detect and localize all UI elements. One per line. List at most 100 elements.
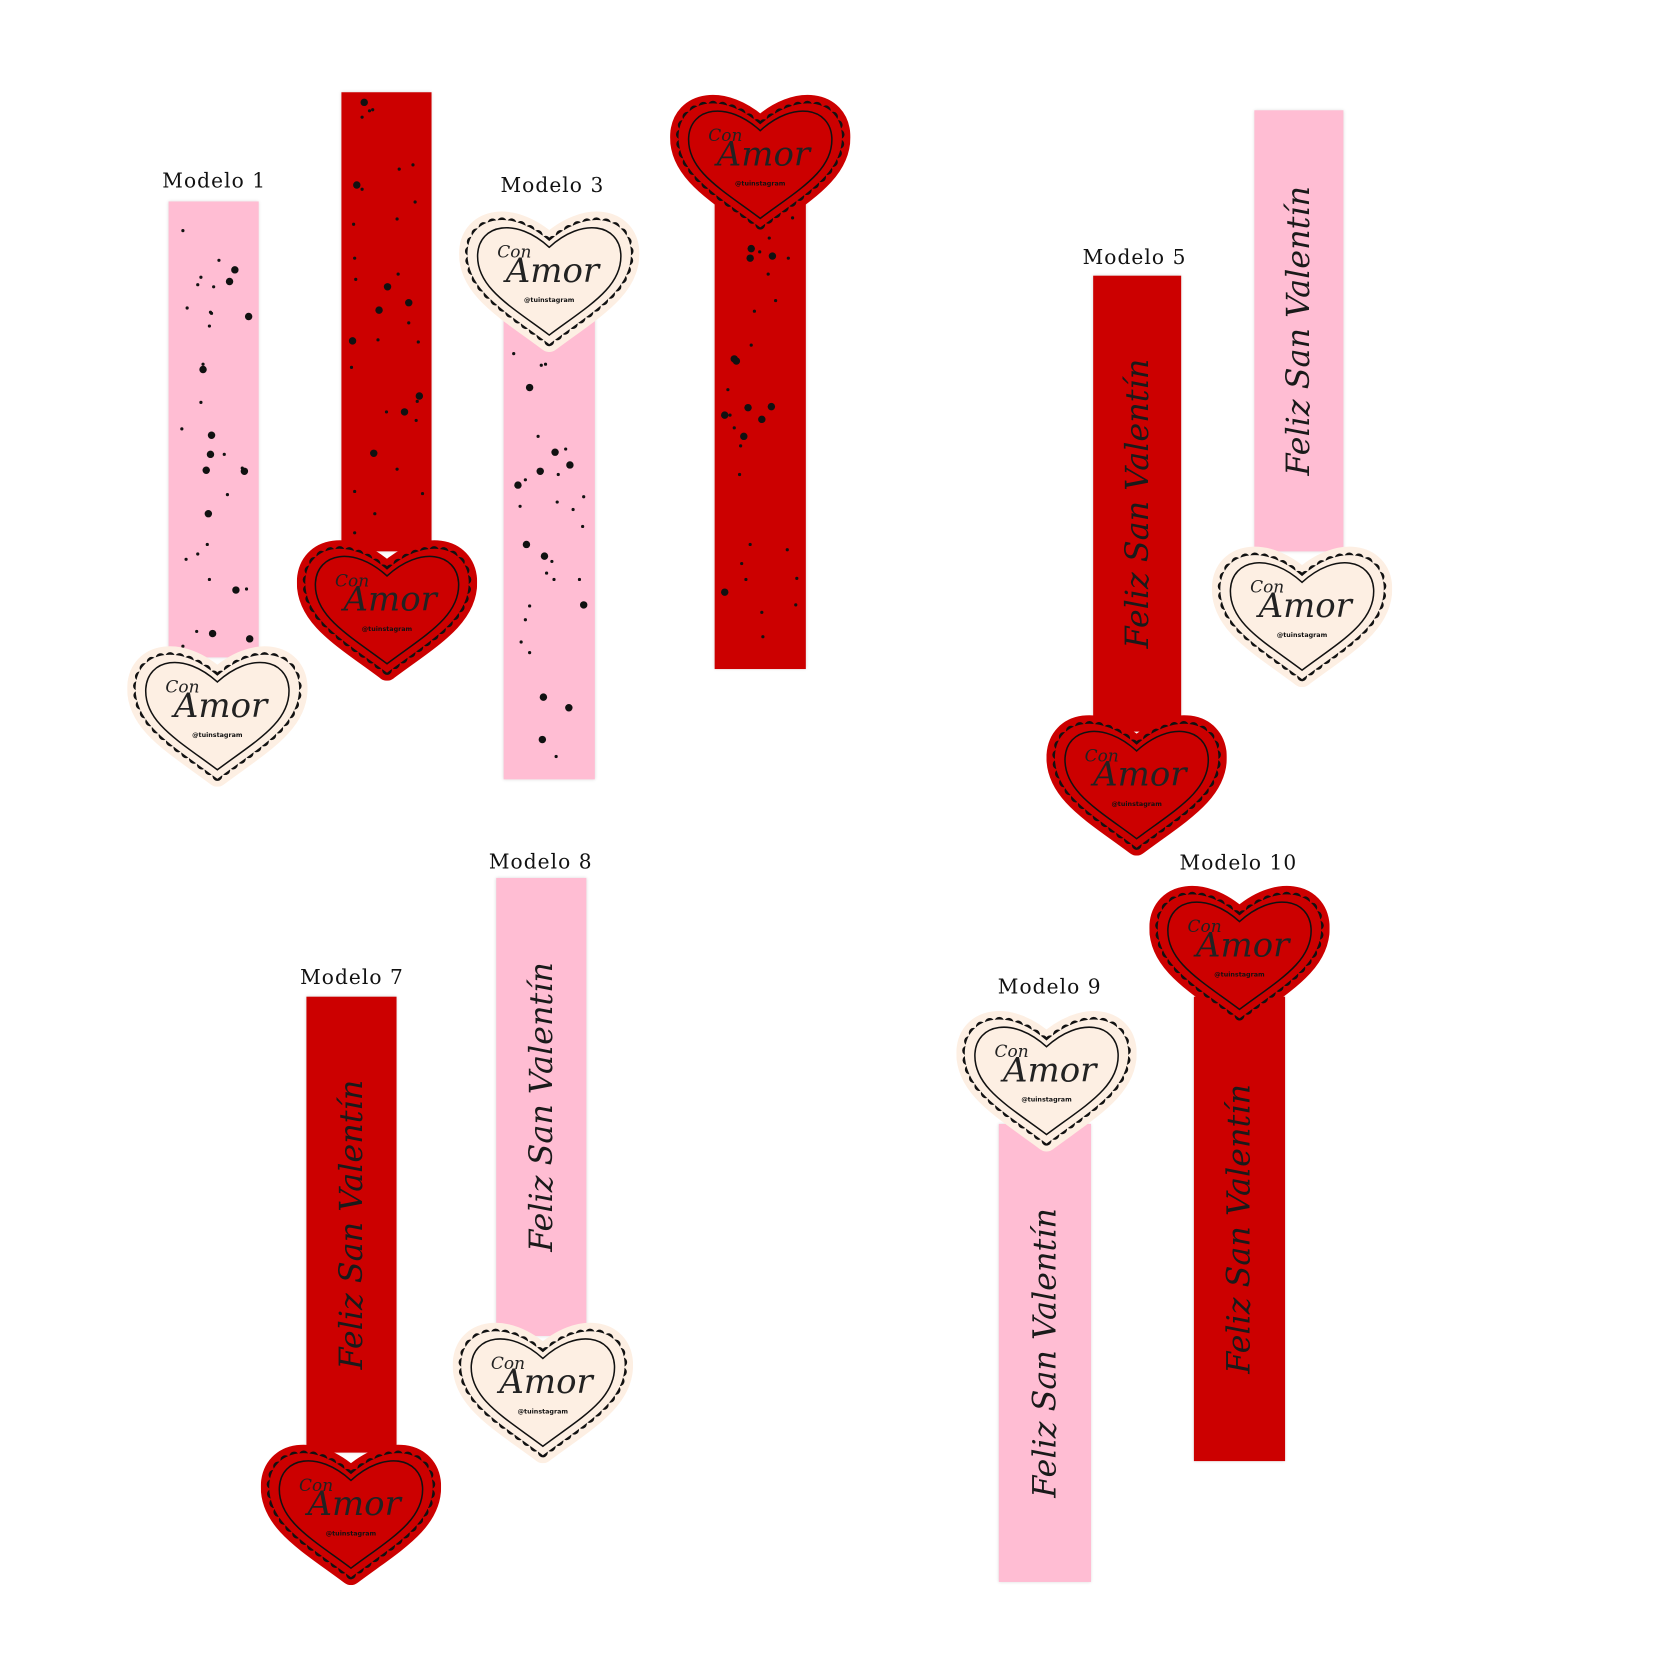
heart-dot (536, 435, 540, 439)
heart-text-amor: Amor (1258, 585, 1352, 626)
heart-dot (395, 467, 399, 471)
heart-dot (210, 311, 214, 316)
model-label: Modelo 5 (1082, 245, 1187, 270)
heart-dot (744, 577, 749, 581)
heart-dot (522, 540, 530, 549)
heart-dot (353, 530, 357, 534)
heart-text-amor: Amor (173, 684, 268, 726)
heart-dot (767, 403, 776, 411)
heart-dot (737, 473, 741, 477)
heart-dot (244, 313, 253, 321)
heart-dot (748, 542, 752, 547)
heart-dot (565, 704, 574, 712)
heart-text-amor: Amor (343, 578, 437, 620)
heart-text-amor: Amor (716, 133, 811, 174)
scalloped-heart-icon (260, 1444, 442, 1586)
heart-handle: @tuinstagram (361, 625, 413, 633)
heart-dot (555, 500, 559, 505)
heart-handle: @tuinstagram (517, 1408, 569, 1416)
heart-dot (721, 588, 729, 597)
model-label: Modelo 1 (162, 169, 267, 193)
heart-dot (758, 415, 766, 423)
heart-dot (794, 603, 798, 607)
heart-dot (180, 427, 184, 431)
heart-dot (747, 244, 756, 253)
heart-dot (578, 578, 582, 582)
heart-dot (536, 467, 545, 476)
heart-text-con: Con (994, 1041, 1029, 1062)
heart-text-amor: Amor (307, 1483, 401, 1524)
heart-dot (543, 362, 547, 367)
heart-dot (185, 306, 189, 310)
heart-dot (349, 337, 357, 345)
heart-dot (582, 495, 586, 499)
heart-dot (513, 481, 522, 489)
heart-handle: @tuinstagram (524, 296, 575, 305)
heart-dot (245, 635, 254, 644)
scalloped-heart-icon (127, 646, 308, 787)
heart-dot (208, 324, 212, 328)
heart-dot (420, 492, 424, 496)
heart-dot (371, 108, 375, 112)
heart-dot (411, 163, 415, 167)
heart-dot (550, 448, 559, 457)
scalloped-heart-icon (670, 95, 851, 236)
heart-dot (740, 432, 749, 441)
heart-dot (556, 473, 560, 477)
heart-dot (571, 508, 575, 512)
heart-dot (207, 577, 212, 581)
heart-dot (208, 431, 216, 439)
bookmark-strip: Feliz San Valentín (998, 1123, 1092, 1582)
heart-dot (732, 426, 737, 430)
heart-dot (351, 222, 355, 226)
heart-dot (208, 629, 216, 637)
heart-dot (539, 363, 543, 367)
heart-dot (406, 321, 410, 325)
heart-dot (580, 600, 588, 609)
heart-dot (539, 693, 548, 701)
heart-dot (208, 310, 212, 314)
heart-dot (205, 542, 209, 546)
heart-text-amor: Amor (499, 1361, 593, 1402)
heart-dot (195, 629, 199, 633)
heart-dot (739, 444, 743, 448)
heart-dot (383, 282, 392, 291)
heart-text-con: Con (165, 676, 200, 697)
heart-dot (795, 576, 799, 580)
heart-dot (580, 525, 584, 529)
scalloped-heart-icon (452, 1322, 633, 1464)
heart-dot (196, 282, 200, 287)
heart-text-con: Con (708, 125, 743, 146)
scalloped-heart-icon (296, 540, 478, 681)
strip-text: Feliz San Valentín (332, 1079, 371, 1370)
heart-dot (526, 384, 534, 392)
heart-dot (523, 478, 527, 482)
heart-text-amor: Amor (1003, 1049, 1097, 1090)
heart-dot (400, 408, 409, 416)
model-label: Modelo 7 (300, 965, 404, 990)
heart-dot (554, 755, 559, 759)
model-label: Modelo 9 (997, 975, 1102, 999)
heart-dot (413, 200, 417, 204)
heart-dot (211, 285, 215, 289)
heart-dot (527, 604, 531, 608)
heart-text-amor: Amor (1093, 753, 1187, 795)
heart-handle: @tuinstagram (1276, 631, 1328, 640)
heart-dot (230, 265, 239, 274)
heart-dot (225, 277, 233, 285)
heart-dot (744, 403, 752, 412)
heart-dot (395, 217, 400, 221)
heart-dot (199, 365, 207, 373)
heart-dot (375, 306, 383, 314)
strip-text: Feliz San Valentín (522, 962, 560, 1252)
heart-text-con: Con (497, 241, 532, 262)
heart-handle: @tuinstagram (735, 180, 786, 188)
heart-dot (524, 617, 528, 622)
